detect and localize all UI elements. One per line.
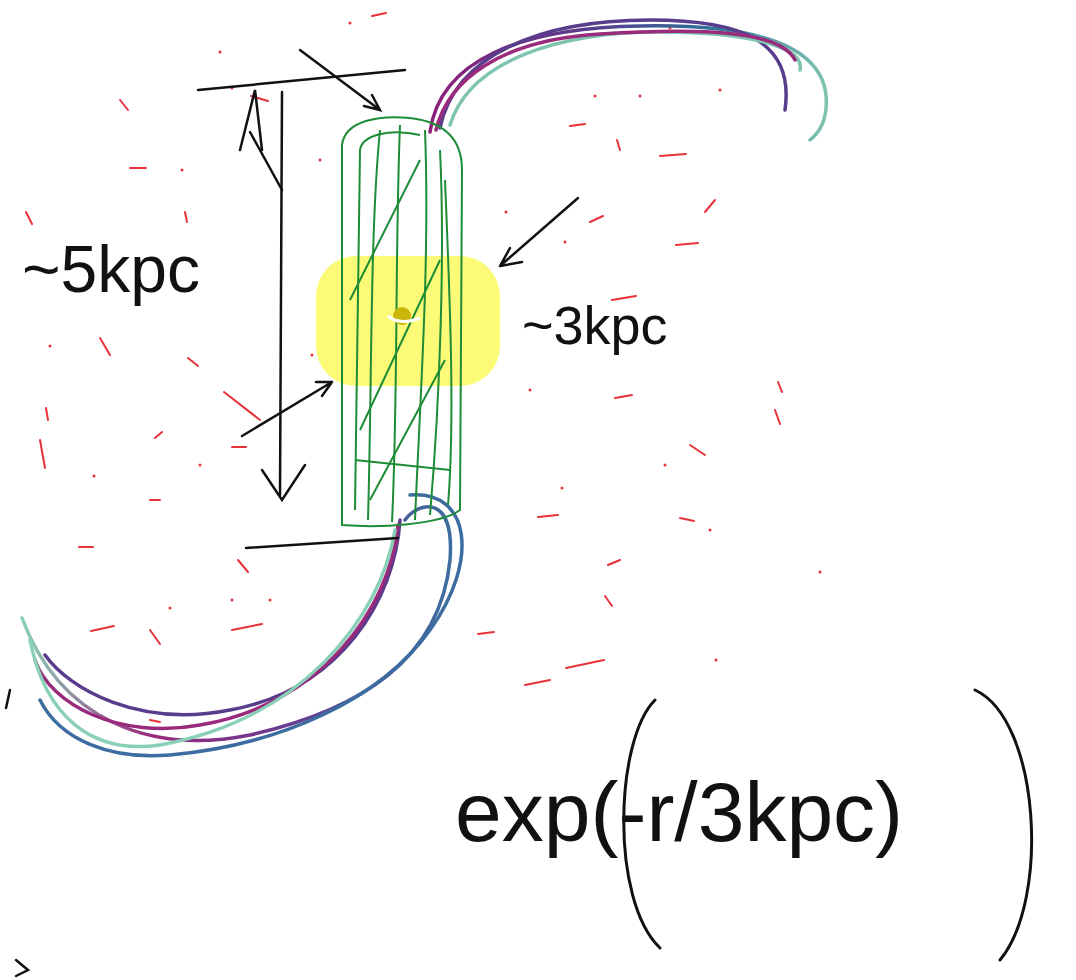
annotation-label: ~5kpc	[22, 236, 200, 302]
annotation-label: ~3kpc	[522, 298, 668, 352]
bulge	[316, 256, 500, 386]
annotation-label: exp(-r/3kpc)	[455, 770, 903, 854]
galactic-bar	[342, 117, 462, 526]
dust-marks	[26, 13, 782, 722]
dust-dots	[49, 22, 822, 662]
nucleus-glint	[388, 316, 420, 322]
spiral-arm-bottom	[22, 495, 462, 756]
spiral-arm-top	[430, 20, 826, 140]
